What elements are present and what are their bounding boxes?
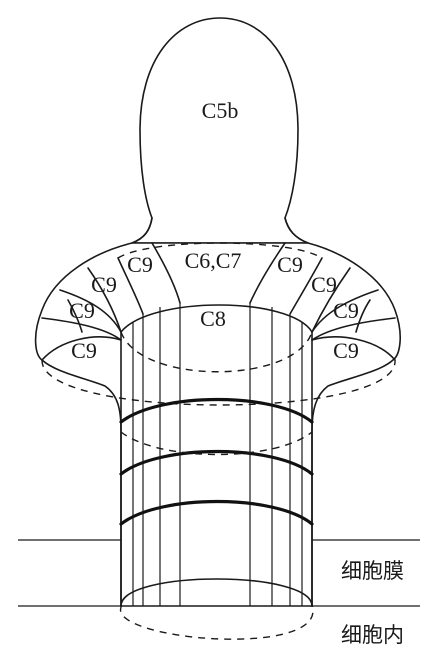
c9-hoops	[119, 398, 314, 526]
label-c6c7: C6,C7	[185, 248, 242, 273]
label-c9-left-4: C9	[71, 338, 97, 363]
label-c9-right-1: C9	[277, 252, 303, 277]
label-c9-left-1: C9	[127, 252, 153, 277]
label-c9-right-3: C9	[333, 298, 359, 323]
label-intracellular: 细胞内	[341, 623, 404, 647]
label-c9-right-2: C9	[311, 272, 337, 297]
c5b-balloon	[131, 17, 309, 244]
bottom-dashed-ellipse	[119, 604, 314, 640]
cell-membrane	[18, 539, 420, 607]
label-c9-left-2: C9	[91, 272, 117, 297]
label-cell-membrane: 细胞膜	[341, 559, 404, 583]
label-c9-left-3: C9	[69, 298, 95, 323]
label-c5b: C5b	[202, 98, 239, 123]
label-c8: C8	[200, 306, 226, 331]
pore-collar	[34, 242, 401, 607]
upper-dashed-ellipse	[117, 242, 323, 259]
label-c9-right-4: C9	[333, 338, 359, 363]
